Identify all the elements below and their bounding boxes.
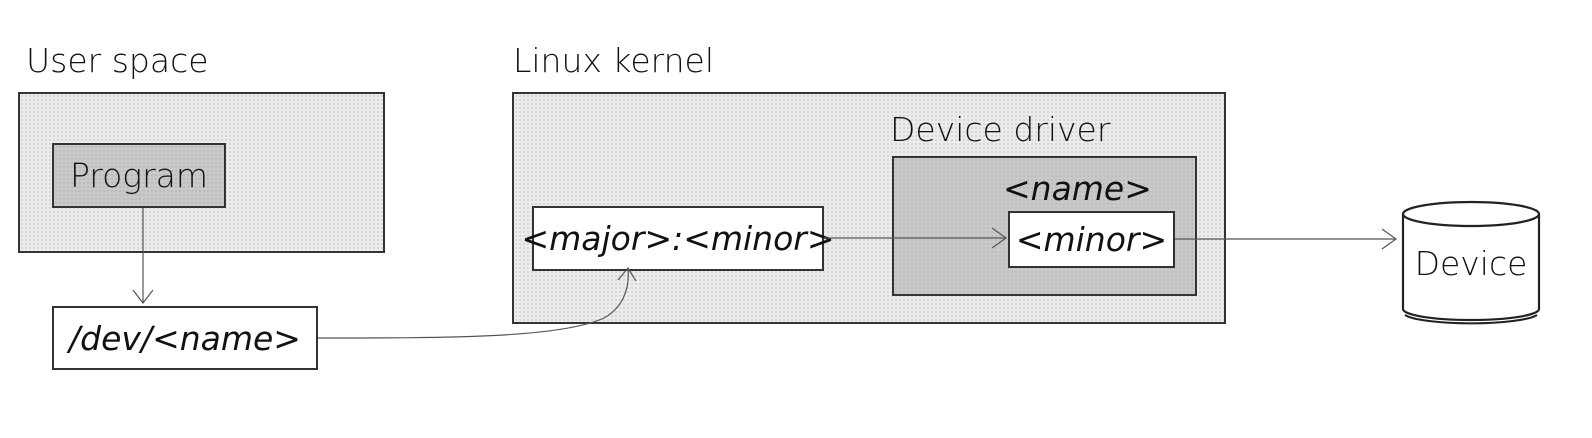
arrowhead-minor-to-device: [1381, 228, 1398, 250]
user-space-title: User space: [26, 41, 209, 80]
dev-node-box: /dev/<name>: [52, 306, 318, 370]
program-label: Program: [69, 156, 209, 195]
minor-box: <minor>: [1008, 211, 1175, 268]
major-minor-label: <major>:<minor>: [521, 219, 835, 258]
arrowhead-program-to-dev: [132, 289, 154, 304]
linux-kernel-title: Linux kernel: [513, 41, 715, 80]
device-cylinder-shadow: [1404, 314, 1538, 325]
device-label-wrap: Device: [1403, 230, 1539, 296]
minor-label: <minor>: [1015, 220, 1168, 259]
program-box: Program: [52, 143, 226, 208]
device-driver-title: Device driver: [890, 110, 1111, 149]
device-label: Device: [1414, 243, 1528, 283]
major-minor-box: <major>:<minor>: [522, 206, 835, 271]
dev-node-label: /dev/<name>: [69, 318, 301, 358]
driver-name-label: <name>: [1003, 169, 1152, 208]
